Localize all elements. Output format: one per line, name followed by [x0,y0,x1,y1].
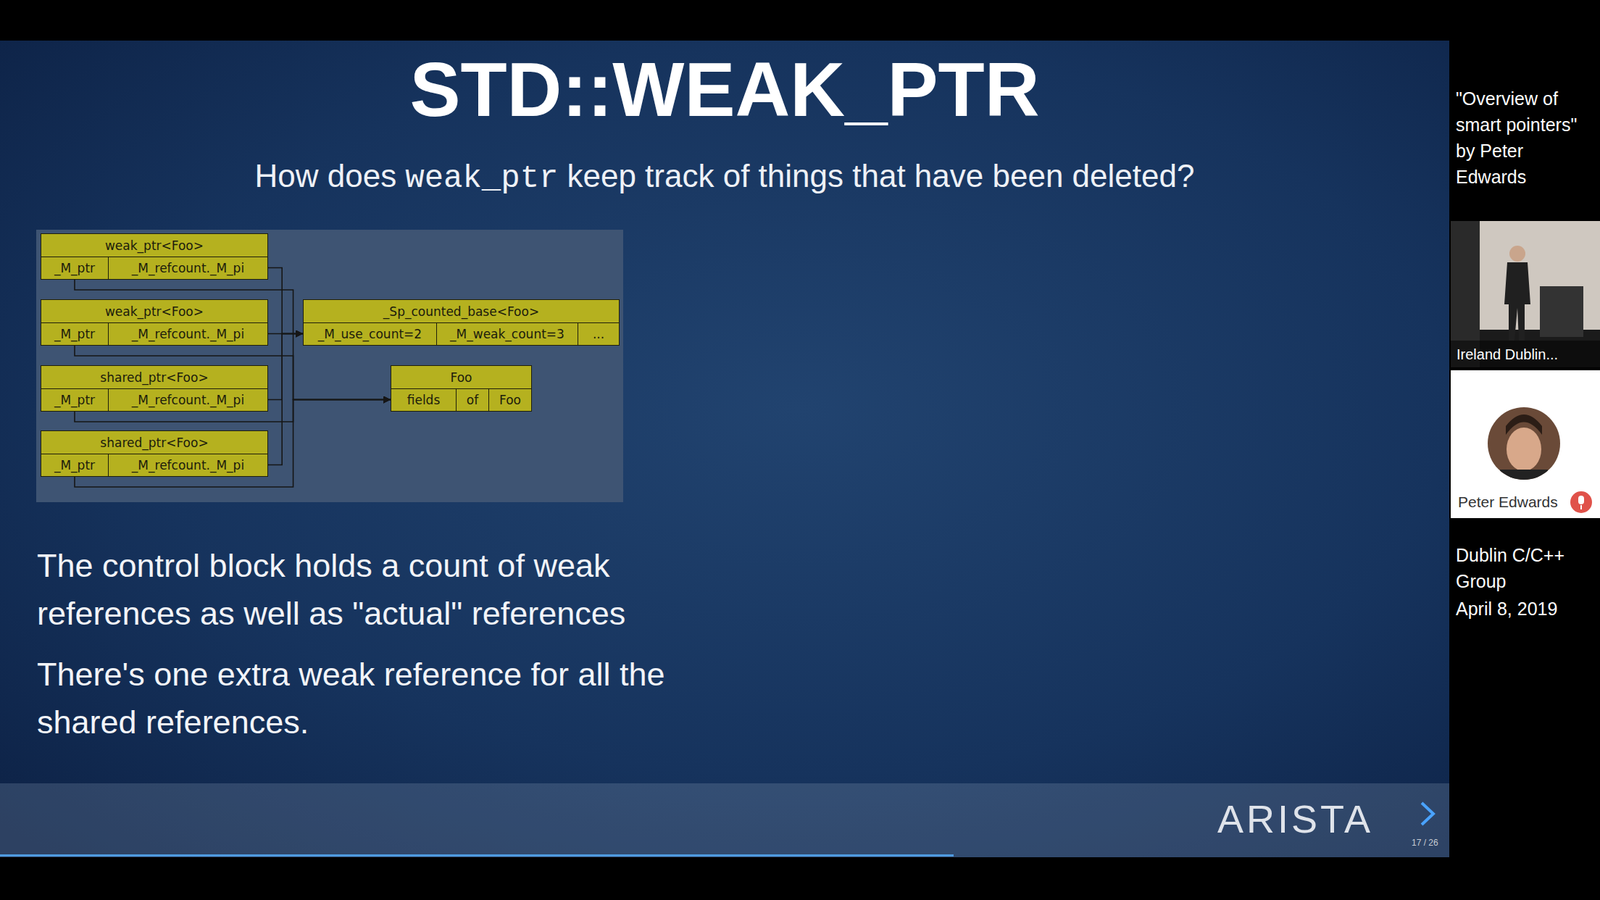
video-tile [1450,221,1600,368]
podium [1539,286,1584,337]
subtitle-text: keep track of things that have been dele… [566,157,1195,195]
record-header: _Sp_counted_base<Foo> [303,300,619,323]
field-label: _M_ptr [54,326,95,342]
pointer-arrow [267,334,303,466]
record-header: Foo [391,365,532,389]
record-title: shared_ptr<Foo> [100,370,208,385]
subtitle: How doesweak_ptrkeep track of things tha… [0,157,1450,198]
page-number: 17 / 26 [1411,837,1439,848]
video-caption-ground [1450,340,1600,368]
field-cell: ... [577,322,619,345]
field-label: _M_weak_count=3 [450,326,565,342]
record-header: weak_ptr<Foo> [41,234,268,257]
record-title: shared_ptr<Foo> [100,435,208,450]
field-label: _M_use_count=2 [318,326,422,342]
field-label: _M_refcount._M_pi [131,392,245,408]
diagram-panel: weak_ptr<Foo>_M_ptr_M_refcount._M_piweak… [36,229,624,503]
video-caption: Ireland Dublin... [1456,344,1558,365]
record-title: weak_ptr<Foo> [105,304,204,319]
field-cell: _M_refcount._M_pi [107,388,268,411]
record-title: Foo [450,370,473,385]
field-label: fields [407,392,441,408]
record-title: _Sp_counted_base<Foo> [383,304,540,319]
slide-ground [0,40,1450,858]
record-box: Foo fields of Foo [390,365,532,412]
mic-symbol [1578,495,1585,505]
speaker-tile [1450,370,1600,519]
field-cell: _M_refcount._M_pi [107,322,268,345]
record-header: shared_ptr<Foo> [41,365,268,389]
field-cell: _M_use_count=2 [303,322,437,345]
field-cell: Foo [488,388,532,411]
field-label: _M_refcount._M_pi [131,260,245,276]
mic-icon [1570,491,1593,514]
field-label: _M_ptr [54,457,95,473]
speaker-body [1504,262,1531,341]
next-chevron [1421,802,1434,825]
speaker-name: Peter Edwards [1457,492,1558,511]
field-cell: _M_ptr [41,256,108,279]
record-box: shared_ptr<Foo> _M_ptr _M_refcount._M_pi [40,365,269,412]
field-label: _M_ptr [54,392,95,408]
record-header: shared_ptr<Foo> [41,431,268,454]
field-cell: _M_ptr [41,322,108,345]
progress-bar [0,854,954,857]
talk-title: "Overview of smart pointers" by Peter Ed… [1455,85,1598,190]
pointer-arrow [267,334,303,400]
mic-stand [1580,505,1582,510]
field-cell: fields [391,388,456,411]
pointer-arrow [267,268,303,335]
subtitle-text: How does [255,157,398,195]
avatar [1487,407,1561,485]
record-box: _Sp_counted_base<Foo> _M_use_count=2 _M_we… [302,299,620,346]
slide-title: STD::WEAK_PTR [0,46,1450,135]
speaker-head [1509,245,1526,262]
field-label: _M_refcount._M_pi [131,326,245,342]
field-cell: _M_weak_count=3 [436,322,578,345]
body-text: The control block holds a count of weak … [36,542,748,638]
field-cell: _M_refcount._M_pi [107,453,268,477]
subtitle-code: weak_ptr [405,160,558,198]
field-label: ... [592,326,605,342]
field-label: _M_refcount._M_pi [131,457,245,473]
field-cell: of [455,388,489,411]
event-name: Dublin C/C++ Group [1455,542,1598,595]
field-label: _M_ptr [54,260,95,276]
field-label: Foo [499,392,522,408]
body-text: There's one extra weak reference for all… [36,650,748,747]
record-title: weak_ptr<Foo> [105,238,204,253]
field-cell: _M_refcount._M_pi [107,256,268,279]
field-label: of [466,392,479,408]
record-box: weak_ptr<Foo> _M_ptr _M_refcount._M_pi [40,233,269,280]
logo-text: ARISTA [1217,795,1374,843]
footer-band [0,783,1450,858]
record-box: shared_ptr<Foo> _M_ptr _M_refcount._M_pi [40,430,269,477]
record-header: weak_ptr<Foo> [41,300,268,323]
field-cell: _M_ptr [41,388,108,411]
record-box: weak_ptr<Foo> _M_ptr _M_refcount._M_pi [40,299,269,346]
field-cell: _M_ptr [41,453,108,477]
event-date: April 8, 2019 [1455,595,1598,622]
